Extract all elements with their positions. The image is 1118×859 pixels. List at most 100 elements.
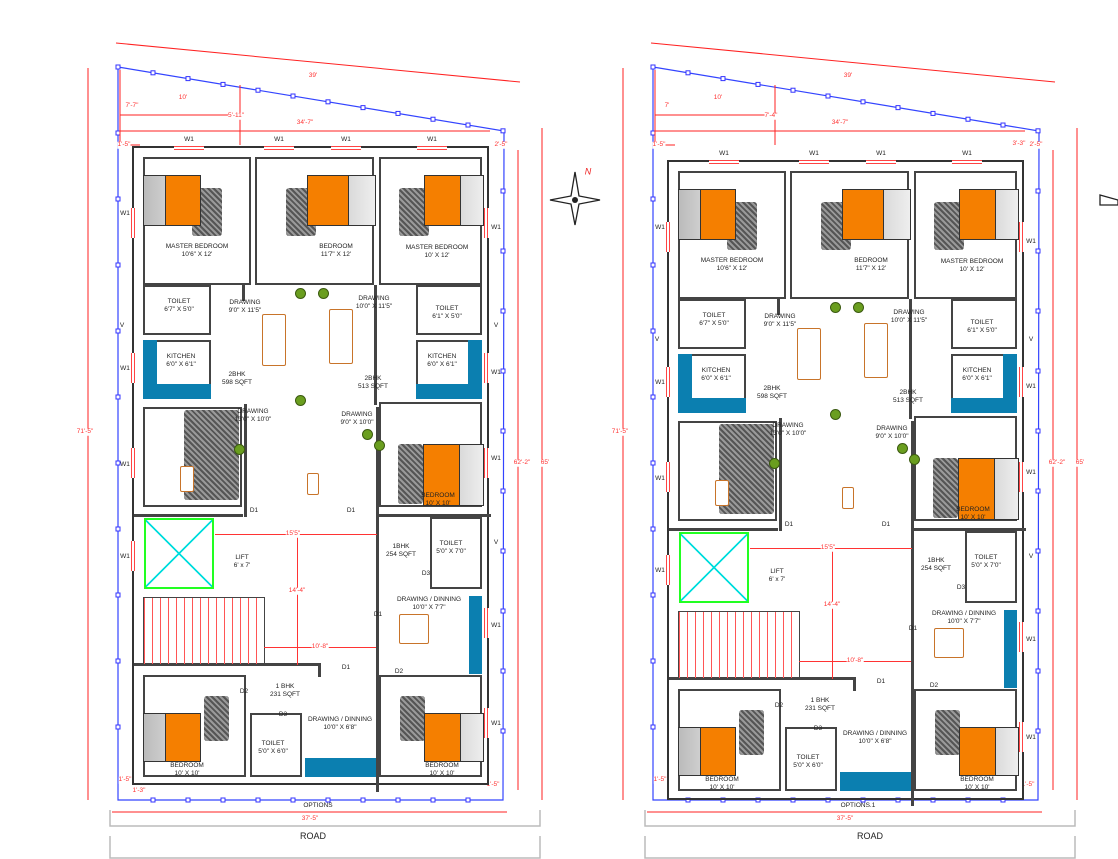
toilet-right-name: TOILET (970, 318, 994, 326)
plant-icon (234, 444, 245, 455)
window (666, 555, 671, 585)
toilet-right-size: 6'1" X 5'0" (432, 312, 462, 320)
lift-name: LIFT (770, 567, 784, 575)
plant-icon (853, 302, 864, 313)
interior-wall (779, 418, 782, 531)
dining-left-size: 10'0" X 6'8" (323, 723, 357, 731)
boundary-vertex (650, 460, 656, 466)
boundary-vertex (650, 394, 656, 400)
drawing-living-size: 13'0" X 10'0" (769, 429, 807, 437)
unit-1bhk-left-name: 1 BHK (810, 696, 830, 704)
window-label: W1 (1026, 733, 1036, 741)
plant-icon (769, 458, 780, 469)
dimension-top: 39' (843, 71, 853, 80)
room-toilet-1bhk-right (430, 517, 482, 589)
unit-2bhk-right-size: 513 SQFT (893, 396, 923, 404)
window (131, 541, 136, 571)
room-toilet-1bhk-left (785, 727, 837, 791)
boundary-vertex (255, 797, 261, 803)
boundary-vertex (1035, 308, 1041, 314)
window (131, 208, 136, 238)
dimension-left-setback: 7'-7" (125, 101, 139, 110)
boundary-vertex (1035, 188, 1041, 194)
boundary-vertex (650, 64, 656, 70)
toilet-1bhk-left-size: 5'0" X 6'0" (793, 761, 823, 769)
bed-cover (165, 176, 200, 225)
plant-icon (830, 409, 841, 420)
boundary-vertex (500, 188, 506, 194)
staircase (678, 611, 800, 679)
window-label: W1 (1026, 237, 1036, 245)
dining-table (864, 323, 888, 378)
bed-cover (424, 445, 461, 505)
door-label-d1-b: D1 (881, 520, 891, 528)
boundary-vertex (115, 394, 121, 400)
kitchen-right-size: 6'0" X 6'1" (962, 374, 992, 382)
bed (143, 713, 201, 762)
boundary-vertex (500, 308, 506, 314)
interior-wall (134, 514, 243, 517)
room-toilet-left (143, 285, 211, 335)
unit-1bhk-left-size: 231 SQFT (805, 704, 835, 712)
interior-wall (374, 285, 377, 405)
window (709, 159, 739, 164)
window-label: W1 (427, 135, 437, 143)
interior-wall (777, 299, 780, 315)
dimension-bottom-left-2: 1'-3" (132, 786, 146, 795)
boundary-vertex (650, 328, 656, 334)
lift-shaft (679, 532, 749, 603)
plant-icon (318, 288, 329, 299)
door-label-d2-b: D2 (239, 687, 249, 695)
dimension-top: 39' (308, 71, 318, 80)
boundary-vertex (755, 81, 761, 87)
window (866, 159, 896, 164)
window-label: W1 (491, 223, 501, 231)
road-label: ROAD (856, 831, 884, 841)
vent-label: V (493, 321, 499, 329)
door-label-d2-a: D2 (394, 667, 404, 675)
dining-table (399, 614, 429, 644)
boundary-vertex (1035, 128, 1041, 134)
road-edge (644, 810, 1076, 827)
toilet-1bhk-left-size: 5'0" X 6'0" (258, 747, 288, 755)
drawing-small-name: DRAWING (341, 410, 373, 418)
boundary-vertex (500, 428, 506, 434)
toilet-right-size: 6'1" X 5'0" (967, 326, 997, 334)
window (484, 608, 489, 638)
boundary-vertex (430, 116, 436, 122)
lift-name: LIFT (235, 553, 249, 561)
boundary-vertex (290, 797, 296, 803)
window-label: W1 (341, 135, 351, 143)
lift-shaft (144, 518, 214, 589)
bed (959, 189, 1019, 240)
dimension-front: 10' (713, 93, 723, 102)
unit-1bhk-left-name: 1 BHK (275, 682, 295, 690)
road-edge (644, 836, 1076, 859)
master-bedroom-1-name: MASTER BEDROOM (165, 242, 229, 250)
unit-2bhk-right-name: 2BHK (364, 374, 382, 382)
toilet-1bhk-right-name: TOILET (974, 553, 998, 561)
dimension-bottom-left: 1'-5" (118, 775, 132, 784)
window (484, 353, 489, 383)
boundary-vertex (825, 93, 831, 99)
boundary-vertex (325, 797, 331, 803)
toilet-left-size: 6'7" X 5'0" (699, 319, 729, 327)
boundary-vertex (500, 668, 506, 674)
window (1019, 222, 1024, 252)
dimension-depth-right-2: 65' (540, 458, 550, 467)
bed (678, 727, 736, 776)
dimension-plot-width: 37'-5" (301, 814, 319, 823)
room-toilet-left (678, 299, 746, 349)
boundary-vertex (115, 658, 121, 664)
kitchen-counter (840, 772, 911, 791)
interior-wall (318, 663, 321, 677)
door-label-d1-a: D1 (784, 520, 794, 528)
boundary-vertex (115, 592, 121, 598)
interior-wall (242, 285, 245, 301)
dining-table (715, 480, 729, 506)
boundary-vertex (1035, 728, 1041, 734)
rug (935, 710, 960, 755)
room-toilet-1bhk-right (965, 531, 1017, 603)
compass-north-label: N (584, 166, 592, 177)
bed-cover (165, 714, 200, 761)
